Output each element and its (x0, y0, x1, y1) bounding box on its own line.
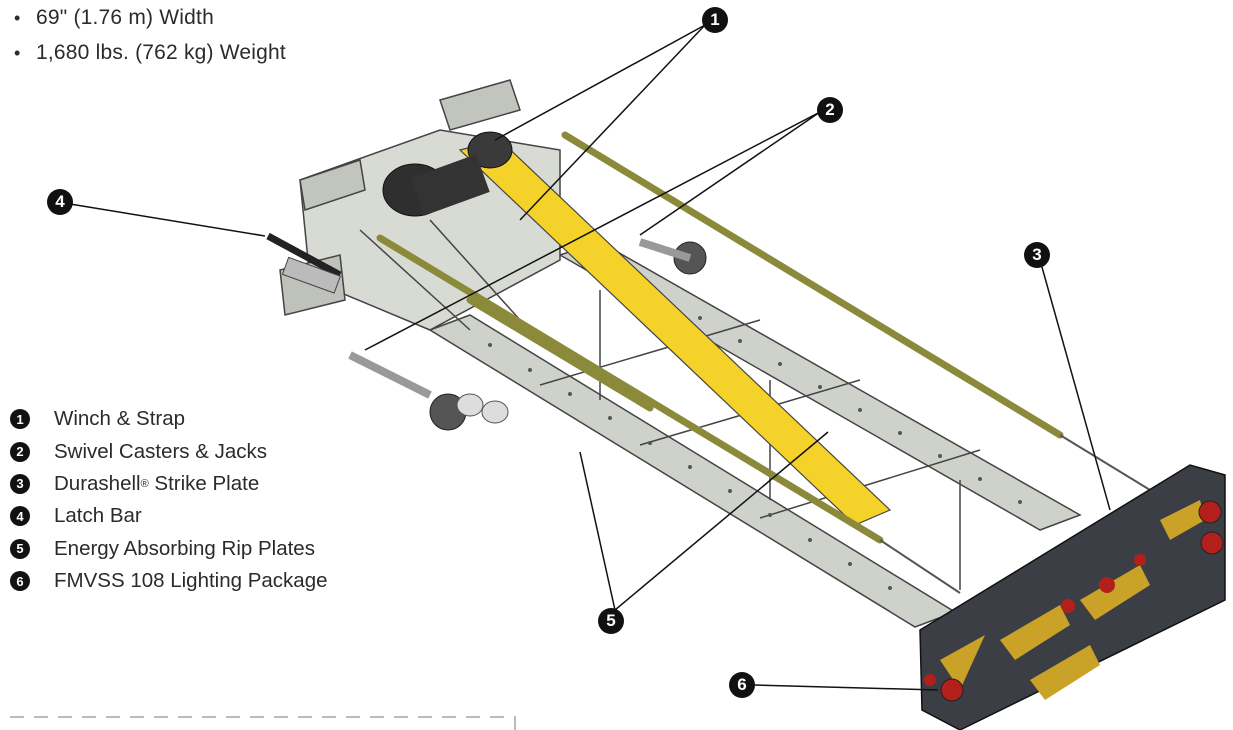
bullet: • (14, 8, 21, 28)
frame (428, 241, 1082, 628)
legend-item-lighting: 6 FMVSS 108 Lighting Package (10, 565, 328, 597)
dashed-border (10, 716, 516, 730)
strike-plate (919, 464, 1226, 730)
winch (382, 131, 513, 217)
callout-5: 5 (598, 608, 624, 634)
legend-item-casters: 2 Swivel Casters & Jacks (10, 435, 328, 467)
callout-3: 3 (1024, 242, 1050, 268)
callout-4: 4 (47, 189, 73, 215)
bullet: • (14, 43, 21, 63)
latch-bar (266, 232, 342, 294)
spec-weight: •1,680 lbs. (762 kg) Weight (14, 41, 286, 64)
callout-6: 6 (729, 672, 755, 698)
callout-1: 1 (702, 7, 728, 33)
legend: 1 Winch & Strap 2 Swivel Casters & Jacks… (10, 403, 328, 597)
tension-rods (376, 131, 1064, 544)
legend-item-winch: 1 Winch & Strap (10, 403, 328, 435)
legend-badge: 1 (10, 409, 30, 430)
swivel-casters (348, 238, 707, 431)
spec-width: •69" (1.76 m) Width (14, 6, 214, 29)
callout-2: 2 (817, 97, 843, 123)
legend-badge: 2 (10, 441, 30, 462)
legend-item-latch-bar: 4 Latch Bar (10, 500, 328, 532)
legend-badge: 6 (10, 571, 30, 592)
legend-item-strike-plate: 3 Durashell® Strike Plate (10, 468, 328, 500)
legend-badge: 4 (10, 506, 30, 527)
leader-lines (69, 24, 1111, 691)
legend-item-rip-plates: 5 Energy Absorbing Rip Plates (10, 533, 328, 565)
legend-badge: 3 (10, 473, 30, 494)
legend-badge: 5 (10, 538, 30, 559)
